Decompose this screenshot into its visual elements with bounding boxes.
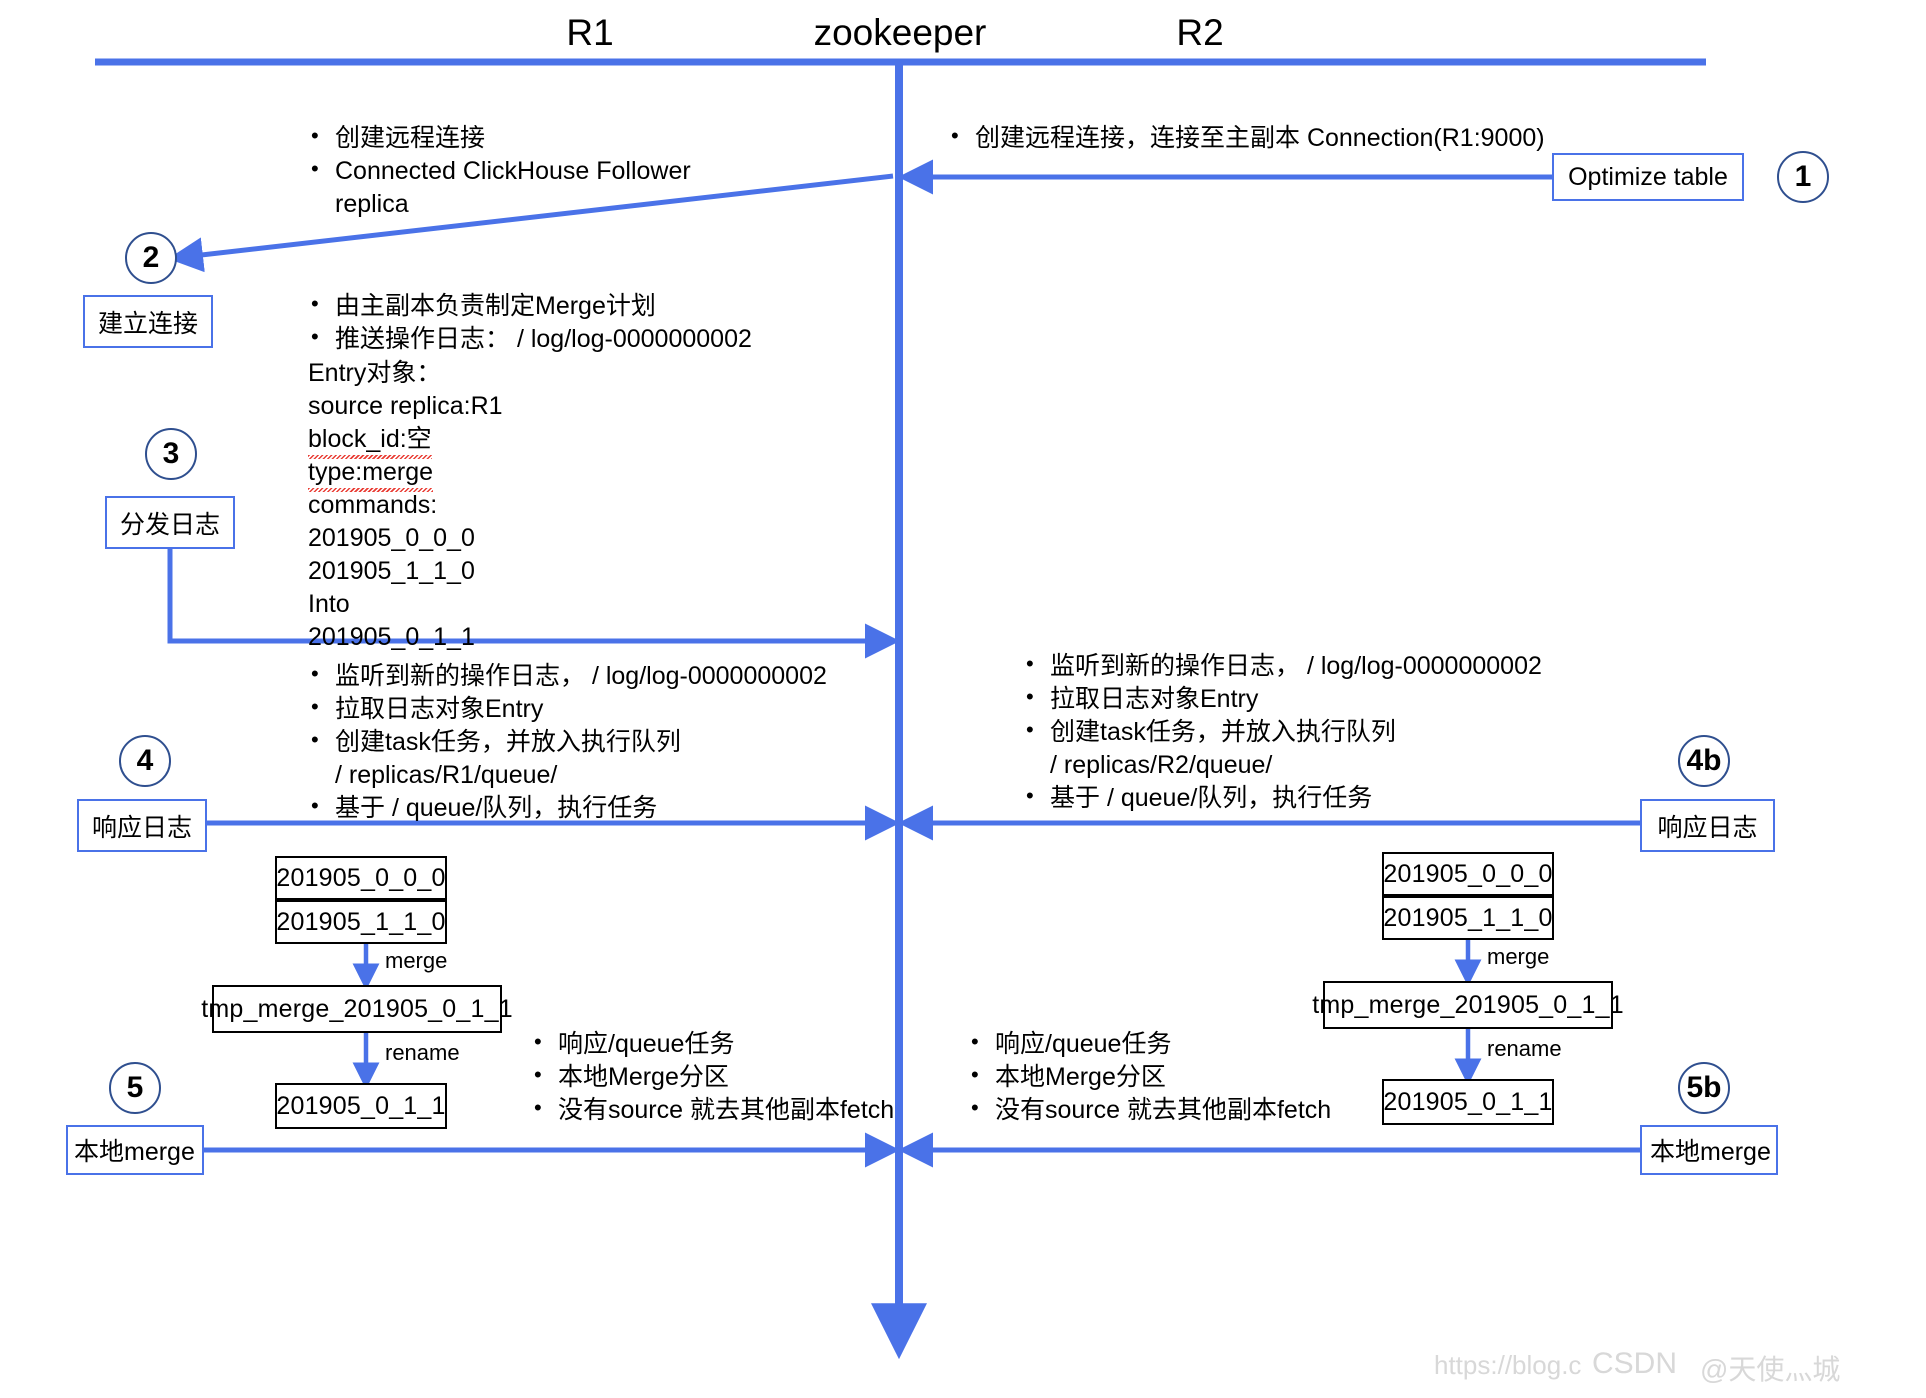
step-4-right-box[interactable]: 响应日志: [1640, 799, 1775, 852]
r2-part-tmp: tmp_merge_201905_0_1_1: [1312, 981, 1624, 1029]
entry-line: source replica:R1: [308, 392, 503, 420]
r2-rename-edge-label: rename: [1487, 1036, 1562, 1061]
step-1-box[interactable]: Optimize table: [1552, 153, 1744, 201]
entry-title: Entry对象：: [308, 359, 442, 387]
step-2-box[interactable]: 建立连接: [83, 295, 213, 348]
note-r2-queue: 监听到新的操作日志， / log/log-0000000002 拉取日志对象En…: [1020, 649, 1542, 815]
note-line: 没有source 就去其他副本fetch: [965, 1093, 1331, 1127]
entry-line: Into: [308, 590, 350, 618]
note-line: 基于 / queue/队列，执行任务: [1020, 781, 1542, 815]
entry-line: 201905_1_1_0: [308, 557, 475, 585]
note-line: 创建远程连接，连接至主副本 Connection(R1:9000): [945, 121, 1545, 155]
step-5-left-box[interactable]: 本地merge: [66, 1125, 204, 1175]
note-r1-connect: 创建远程连接 Connected ClickHouse Follower rep…: [305, 121, 691, 221]
r1-merge-edge-label: merge: [385, 948, 448, 973]
entry-line: type:merge: [308, 456, 503, 492]
step-4-left-marker: 4: [119, 735, 171, 787]
r2-part-input-a: 201905_0_0_0: [1382, 852, 1554, 896]
r1-part-input-b: 201905_1_1_0: [275, 900, 447, 944]
note-line: 创建远程连接: [305, 121, 691, 155]
note-line: 拉取日志对象Entry: [305, 692, 827, 726]
note-line: 响应/queue任务: [528, 1027, 894, 1061]
r2-part-result: 201905_0_1_1: [1382, 1079, 1554, 1125]
watermark-brand: CSDN: [1592, 1347, 1678, 1380]
lane-title-r1: R1: [566, 12, 614, 53]
note-line: 本地Merge分区: [965, 1060, 1331, 1094]
note-line: 响应/queue任务: [965, 1027, 1331, 1061]
note-line: 本地Merge分区: [528, 1060, 894, 1094]
lane-title-zookeeper: zookeeper: [813, 12, 987, 53]
watermark-url: https://blog.c: [1434, 1350, 1582, 1380]
note-line: replica: [335, 190, 409, 218]
step-5-right-box[interactable]: 本地merge: [1640, 1125, 1778, 1175]
note-line: / replicas/R2/queue/: [1050, 751, 1273, 779]
note-r1-local-merge: 响应/queue任务 本地Merge分区 没有source 就去其他副本fetc…: [528, 1027, 894, 1127]
step-3-box[interactable]: 分发日志: [105, 496, 235, 549]
step-1-marker: 1: [1777, 151, 1829, 203]
note-line: 没有source 就去其他副本fetch: [528, 1093, 894, 1127]
entry-line: commands:: [308, 491, 438, 519]
step-4-left-box[interactable]: 响应日志: [77, 799, 207, 852]
note-r2-local-merge: 响应/queue任务 本地Merge分区 没有source 就去其他副本fetc…: [965, 1027, 1331, 1127]
r2-part-input-b: 201905_1_1_0: [1382, 896, 1554, 940]
r1-part-result: 201905_0_1_1: [275, 1083, 447, 1129]
note-line: Connected ClickHouse Follower: [305, 154, 691, 188]
step-4-right-marker: 4b: [1678, 735, 1730, 787]
note-line: 创建task任务，并放入执行队列: [305, 725, 827, 759]
note-r1-entry-object: Entry对象： source replica:R1 block_id:空 ty…: [308, 357, 503, 654]
lane-title-r2: R2: [1176, 12, 1224, 53]
msg-distribute-log: [167, 535, 901, 659]
r2-merge-edge-label: merge: [1487, 944, 1550, 969]
note-line: / replicas/R1/queue/: [335, 761, 558, 789]
r1-part-input-a: 201905_0_0_0: [275, 856, 447, 900]
note-r1-queue: 监听到新的操作日志， / log/log-0000000002 拉取日志对象En…: [305, 659, 827, 825]
entry-line: 201905_0_1_1: [308, 623, 475, 651]
note-line: 由主副本负责制定Merge计划: [305, 289, 752, 323]
watermark-author: @天使灬城: [1700, 1354, 1841, 1385]
note-r1-merge-plan: 由主副本负责制定Merge计划 推送操作日志： / log/log-000000…: [305, 289, 752, 356]
entry-line: 201905_0_0_0: [308, 524, 475, 552]
note-line: 基于 / queue/队列，执行任务: [305, 791, 827, 825]
note-line: 创建task任务，并放入执行队列: [1020, 715, 1542, 749]
note-line: 监听到新的操作日志， / log/log-0000000002: [305, 659, 827, 693]
note-line: 推送操作日志： / log/log-0000000002: [305, 322, 752, 356]
r1-part-tmp: tmp_merge_201905_0_1_1: [201, 985, 513, 1033]
step-3-marker: 3: [145, 428, 197, 480]
entry-line: block_id:空: [308, 423, 503, 459]
note-line: 拉取日志对象Entry: [1020, 682, 1542, 716]
step-5-left-marker: 5: [109, 1062, 161, 1114]
step-2-marker: 2: [125, 232, 177, 284]
note-line: 监听到新的操作日志， / log/log-0000000002: [1020, 649, 1542, 683]
note-r2-connect: 创建远程连接，连接至主副本 Connection(R1:9000): [945, 121, 1545, 155]
r1-rename-edge-label: rename: [385, 1040, 460, 1065]
step-5-right-marker: 5b: [1678, 1062, 1730, 1114]
